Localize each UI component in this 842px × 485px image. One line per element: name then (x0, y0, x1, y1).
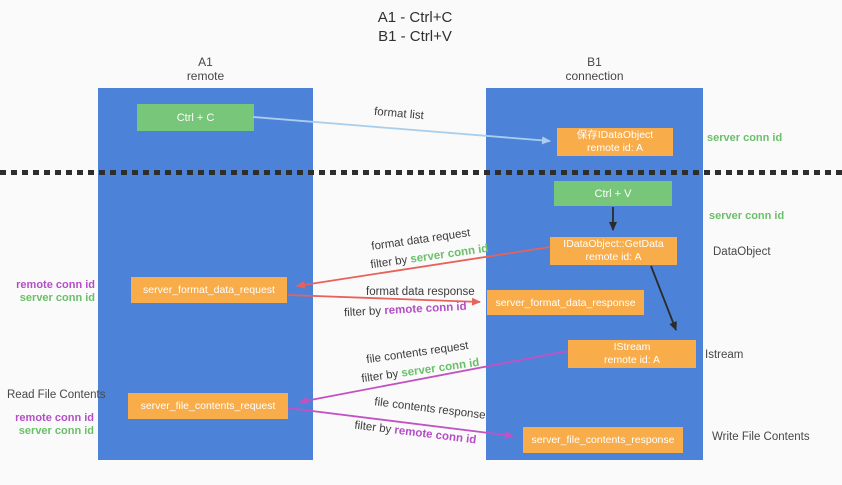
node-server-format-data-response: server_format_data_response (487, 290, 644, 315)
node-istream-line1: IStream (613, 341, 651, 353)
conn-id-labels-upper: remote conn id server conn id (0, 279, 95, 304)
filter-by-text: filter by (369, 253, 412, 272)
remote-conn-id-label-lower: remote conn id (15, 412, 94, 424)
column-a1-name: A1 (198, 55, 213, 69)
istream-label: Istream (705, 349, 744, 361)
server-conn-id-label-mid: server conn id (709, 210, 785, 222)
machine-boundary-dotted-line (0, 170, 842, 175)
read-file-contents-label: Read File Contents (7, 389, 106, 401)
filter-by-text: filter by (360, 367, 403, 386)
remote-conn-id-text: remote conn id (383, 300, 467, 318)
server-conn-id-label-top: server conn id (707, 132, 783, 144)
title-line-1: A1 - Ctrl+C (377, 9, 453, 26)
format-data-response-filter-label: filter by remote conn id (344, 301, 467, 319)
node-server-file-contents-response-label: server_file_contents_response (531, 434, 675, 446)
node-save-idataobject-line1: 保存IDataObject (576, 129, 654, 141)
remote-conn-id-text: remote conn id (393, 424, 477, 447)
dataobject-label: DataObject (713, 246, 771, 258)
format-data-response-label: format data response (366, 286, 475, 298)
title-line-2: B1 - Ctrl+V (378, 28, 452, 45)
remote-conn-id-label-upper: remote conn id (16, 279, 95, 291)
node-ctrl-c: Ctrl + C (137, 104, 254, 131)
column-b1-role: connection (565, 69, 624, 83)
server-conn-id-label-upper: server conn id (19, 291, 95, 304)
node-server-file-contents-request-label: server_file_contents_request (140, 400, 276, 412)
filter-by-text: filter by (343, 305, 385, 320)
node-save-idataobject-line2: remote id: A (586, 142, 644, 154)
node-server-format-data-request-label: server_format_data_request (143, 284, 275, 296)
node-save-idataobject: 保存IDataObject remote id: A (557, 128, 673, 156)
node-istream: IStream remote id: A (568, 340, 696, 368)
filter-by-text: filter by (353, 419, 396, 437)
column-a1-role: remote (186, 69, 225, 83)
node-server-format-data-request: server_format_data_request (131, 277, 287, 303)
node-ctrl-c-label: Ctrl + C (176, 111, 215, 124)
format-list-label: format list (373, 105, 425, 123)
server-conn-id-text: server conn id (400, 356, 481, 380)
column-header-b1: B1 connection (486, 55, 703, 83)
server-conn-id-label-lower: server conn id (18, 424, 94, 437)
file-contents-response-filter-label: filter by remote conn id (354, 420, 477, 447)
node-ctrl-v-label: Ctrl + V (594, 187, 632, 200)
node-server-file-contents-response: server_file_contents_response (523, 427, 683, 453)
node-idataobject-getdata: IDataObject::GetData remote id: A (550, 237, 677, 265)
node-istream-line2: remote id: A (603, 354, 661, 366)
write-file-contents-label: Write File Contents (712, 431, 810, 443)
server-conn-id-text: server conn id (409, 242, 490, 266)
node-server-format-data-response-label: server_format_data_response (495, 296, 636, 309)
node-getdata-line1: IDataObject::GetData (563, 238, 664, 250)
file-contents-response-label: file contents response (373, 396, 487, 422)
column-header-a1: A1 remote (98, 55, 313, 83)
diagram-title: A1 - Ctrl+C B1 - Ctrl+V (315, 8, 515, 46)
node-ctrl-v: Ctrl + V (554, 181, 672, 206)
node-getdata-line2: remote id: A (585, 251, 642, 263)
conn-id-labels-lower: remote conn id server conn id (0, 412, 94, 437)
node-server-file-contents-request: server_file_contents_request (128, 393, 288, 419)
column-b1-name: B1 (587, 55, 602, 69)
